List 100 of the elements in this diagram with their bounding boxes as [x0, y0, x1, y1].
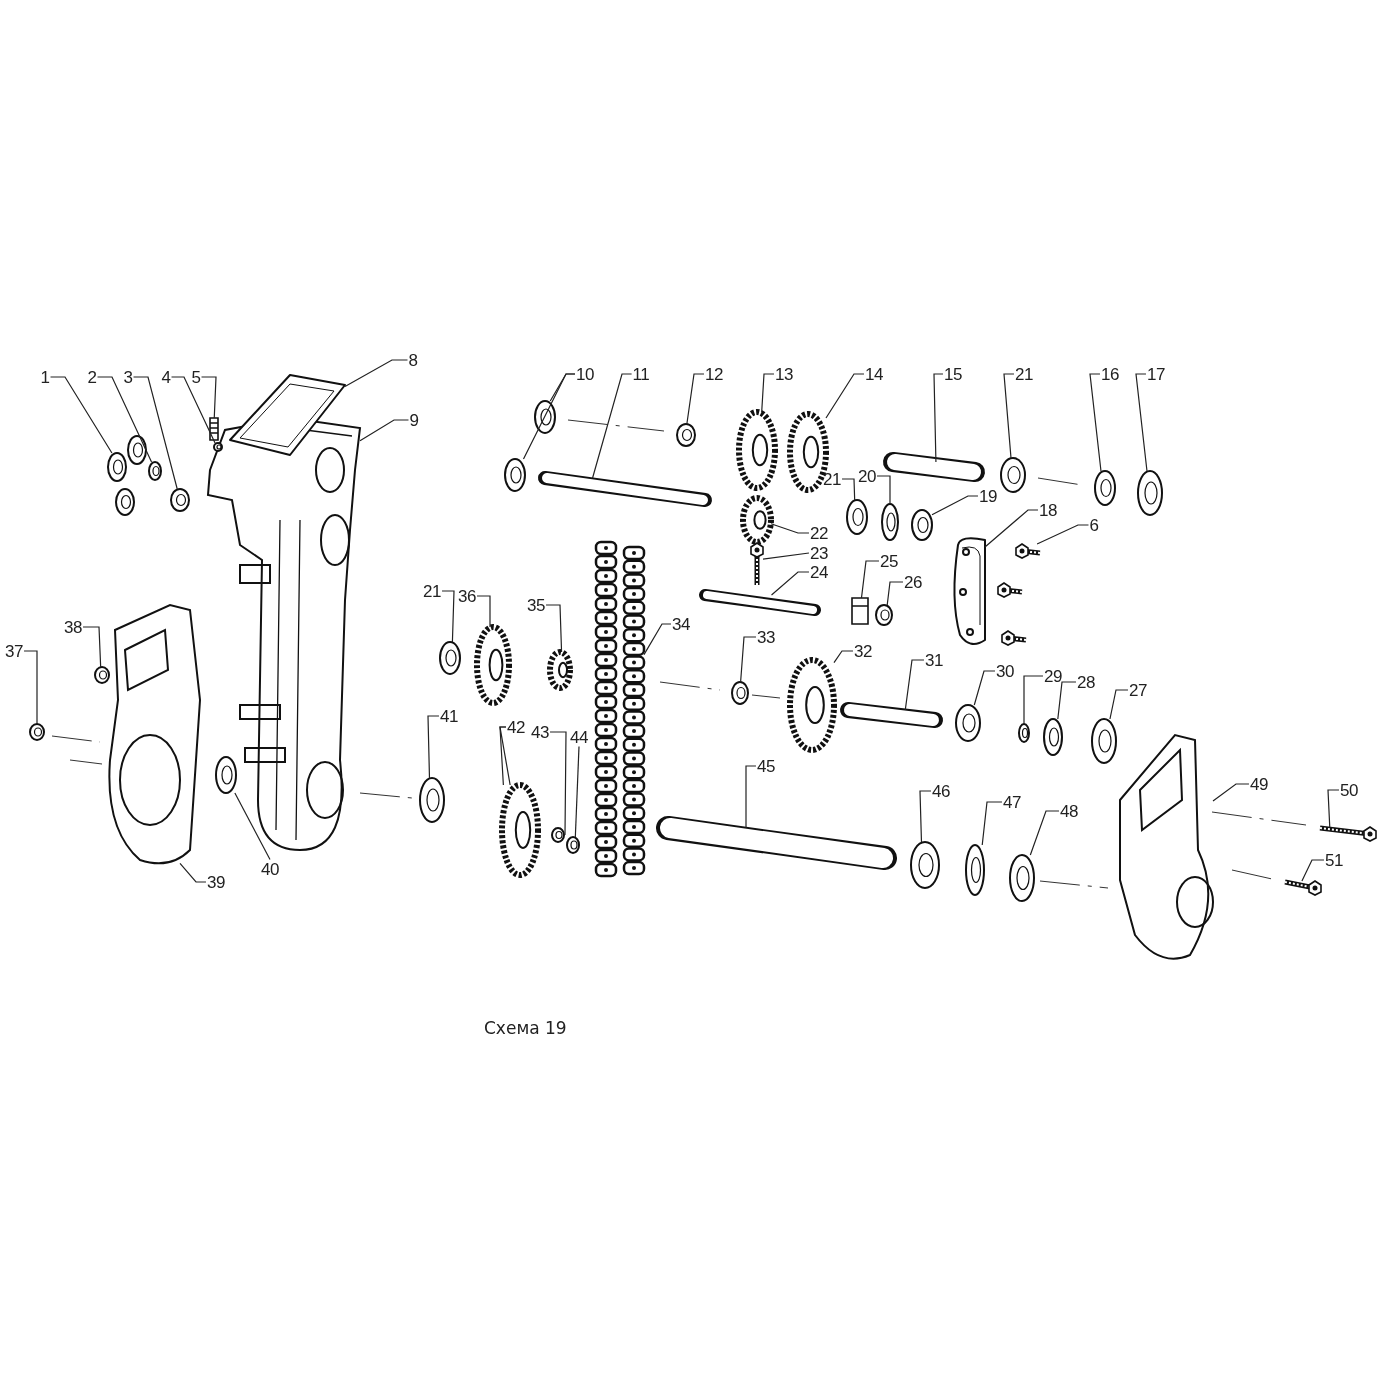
callout-number: 44 [569, 728, 589, 746]
leader-line [833, 650, 854, 664]
sprocket [499, 782, 541, 878]
shaft [538, 471, 712, 507]
drive-chain [594, 540, 646, 878]
seal-ring [107, 452, 127, 482]
leader-line [876, 475, 891, 505]
sprocket-gear [474, 624, 512, 706]
leader-line [441, 590, 455, 643]
bearing [504, 458, 526, 492]
leader-line [132, 376, 178, 490]
callout-number: 20 [857, 467, 877, 485]
callout-number: 19 [978, 487, 998, 505]
callout-number: 5 [191, 368, 201, 386]
leader-line [1036, 524, 1090, 545]
bearing [910, 841, 940, 889]
callout-number: 39 [206, 873, 226, 891]
seal-ring [1094, 470, 1116, 506]
leader-line [23, 650, 38, 725]
oil-seal [215, 756, 237, 794]
callout-number: 30 [995, 662, 1015, 680]
callout-number: 28 [1076, 673, 1096, 691]
callout-number: 1 [40, 368, 50, 386]
leader-line [984, 509, 1039, 548]
gear [736, 409, 778, 491]
nut [29, 723, 45, 741]
callout-number: 36 [457, 587, 477, 605]
callout-number: 32 [853, 642, 873, 660]
callout-number: 42 [506, 718, 526, 736]
callout-number: 34 [671, 615, 691, 633]
leader-line [643, 623, 672, 656]
bearing [846, 499, 868, 535]
leader-line [686, 373, 705, 425]
callout-number: 15 [943, 365, 963, 383]
gasket [229, 374, 346, 456]
leader-line [499, 726, 507, 786]
leader-line [1109, 689, 1129, 720]
bearing [439, 641, 461, 675]
seal-ring [1043, 718, 1063, 756]
leader-line [1135, 373, 1148, 472]
spring [209, 417, 219, 441]
bearing [955, 704, 981, 742]
callout-number: 48 [1059, 802, 1079, 820]
o-ring [1137, 470, 1163, 516]
detent-ball [213, 442, 223, 452]
callout-number: 21 [1014, 365, 1034, 383]
callout-number: 40 [260, 860, 280, 878]
callout-number: 25 [879, 552, 899, 570]
leader-line [860, 560, 880, 599]
leader-line [933, 373, 944, 463]
leader-line [745, 765, 757, 829]
leader-line [1023, 675, 1044, 725]
callout-number: 50 [1339, 781, 1359, 799]
callout-number: 4 [161, 368, 171, 386]
callout-number: 41 [439, 707, 459, 725]
leader-line [770, 523, 810, 534]
bearing [1000, 457, 1026, 493]
callout-number: 31 [924, 651, 944, 669]
leader-line [179, 862, 207, 883]
callout-number: 51 [1324, 851, 1344, 869]
leader-line [476, 595, 491, 628]
callout-number: 43 [530, 723, 550, 741]
leader-line [1003, 373, 1015, 459]
callout-number: 8 [408, 351, 418, 369]
callout-number: 46 [931, 782, 951, 800]
callout-number: 9 [409, 411, 419, 429]
callout-number: 11 [632, 365, 650, 383]
leader-line [1212, 783, 1250, 802]
gear [740, 495, 774, 545]
callout-number: 16 [1100, 365, 1120, 383]
retaining-ring [1018, 723, 1030, 743]
splined-shaft [883, 452, 985, 482]
nut [566, 836, 580, 854]
leader-line [522, 373, 576, 460]
bolt [1001, 630, 1027, 646]
retaining-ring [881, 503, 899, 541]
leader-line [344, 359, 409, 388]
leader-line [904, 659, 925, 711]
leader-line [825, 373, 865, 419]
leader-line [82, 626, 102, 668]
callout-number: 12 [704, 365, 724, 383]
callout-number: 13 [774, 365, 794, 383]
spacer-ring [875, 604, 893, 626]
bolt [997, 582, 1023, 598]
bearing [419, 777, 445, 823]
side-cover [1119, 734, 1214, 960]
caption: Схема 19 [484, 1017, 567, 1040]
leader-line [740, 636, 757, 683]
leader-line [981, 801, 1003, 846]
callout-number: 3 [123, 368, 133, 386]
callout-number: 45 [756, 757, 776, 775]
leader-line [1057, 681, 1077, 720]
leader-line [427, 715, 440, 779]
leader-line [591, 373, 633, 479]
washer [551, 827, 565, 843]
callout-number: 47 [1002, 793, 1022, 811]
callout-number: 6 [1089, 516, 1099, 534]
callout-number: 49 [1249, 775, 1269, 793]
callout-number: 2 [87, 368, 97, 386]
leader-line [761, 373, 775, 413]
